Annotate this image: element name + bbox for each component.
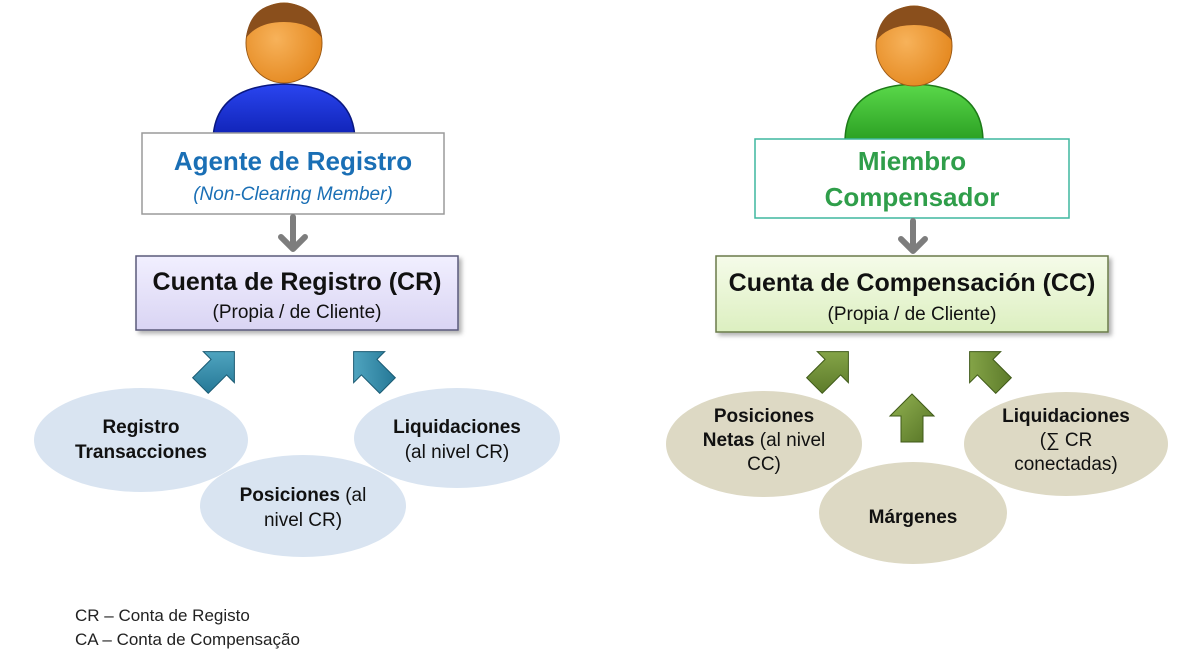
registro-account-subtitle: (Propia / de Cliente) <box>213 302 382 323</box>
member-down-arrow <box>898 218 928 254</box>
bubble-line: Liquidaciones <box>393 417 521 438</box>
bubble-registro-transacciones <box>34 388 248 492</box>
bubble-margenes <box>819 462 1007 564</box>
olive-arrow-up <box>888 393 936 443</box>
registro-account-title: Cuenta de Registro (CR) <box>153 268 442 296</box>
bubble-text-posiciones: Posiciones (al nivel CR) <box>240 485 367 531</box>
bubble-liquidaciones-cc <box>964 392 1168 496</box>
bubble-line: Netas (al nivel <box>703 430 826 451</box>
olive-arrow-up-left <box>969 351 1013 395</box>
bubble-line: Posiciones <box>714 406 814 427</box>
member-person-icon <box>844 5 984 143</box>
bubble-line: (∑ CR <box>1040 430 1093 451</box>
bubble-text-liquidaciones-cr: Liquidaciones (al nivel CR) <box>393 417 521 463</box>
registro-account-box: Cuenta de Registro (CR) (Propia / de Cli… <box>135 255 459 331</box>
bubble-line: Liquidaciones <box>1002 406 1130 427</box>
member-title-line1: Miembro <box>858 146 966 176</box>
right-arrow-up-left <box>353 351 397 395</box>
bubble-line: (al nivel CR) <box>405 442 510 463</box>
bubble-liquidaciones-cr <box>354 388 560 488</box>
compensacion-account-box: Cuenta de Compensación (CC) (Propia / de… <box>715 255 1109 333</box>
legend-cr: CR – Conta de Registo <box>75 606 250 625</box>
legend: CR – Conta de Registo CA – Conta de Comp… <box>75 604 300 652</box>
agent-title: Agente de Registro <box>174 146 412 176</box>
agent-subtitle: (Non-Clearing Member) <box>193 184 393 205</box>
left-arrow-up-right <box>191 351 235 395</box>
bubble-line: conectadas) <box>1014 454 1118 475</box>
bubble-text-margenes: Márgenes <box>869 507 958 528</box>
member-title-box: Miembro Compensador <box>754 138 1070 219</box>
bubble-text-liquidaciones-cc: Liquidaciones (∑ CR conectadas) <box>1002 406 1130 475</box>
bubble-line: Posiciones (al <box>240 485 367 506</box>
agent-down-arrow <box>278 214 308 252</box>
legend-ca: CA – Conta de Compensação <box>75 630 300 649</box>
compensacion-account-title: Cuenta de Compensación (CC) <box>729 269 1096 297</box>
bubble-line: Transacciones <box>75 442 207 463</box>
bubble-line: Márgenes <box>869 507 958 528</box>
agent-title-box: Agente de Registro (Non-Clearing Member) <box>141 132 445 215</box>
bubble-posiciones-cr <box>200 455 406 557</box>
bubble-line: CC) <box>747 454 781 475</box>
bubble-posiciones-netas <box>666 391 862 497</box>
agent-person-icon <box>212 2 356 143</box>
member-title-line2: Compensador <box>825 182 1000 212</box>
bubble-line: nivel CR) <box>264 510 342 531</box>
bubble-line: Registro <box>102 417 179 438</box>
compensacion-account-subtitle: (Propia / de Cliente) <box>828 304 997 325</box>
olive-arrow-up-right <box>805 351 849 395</box>
